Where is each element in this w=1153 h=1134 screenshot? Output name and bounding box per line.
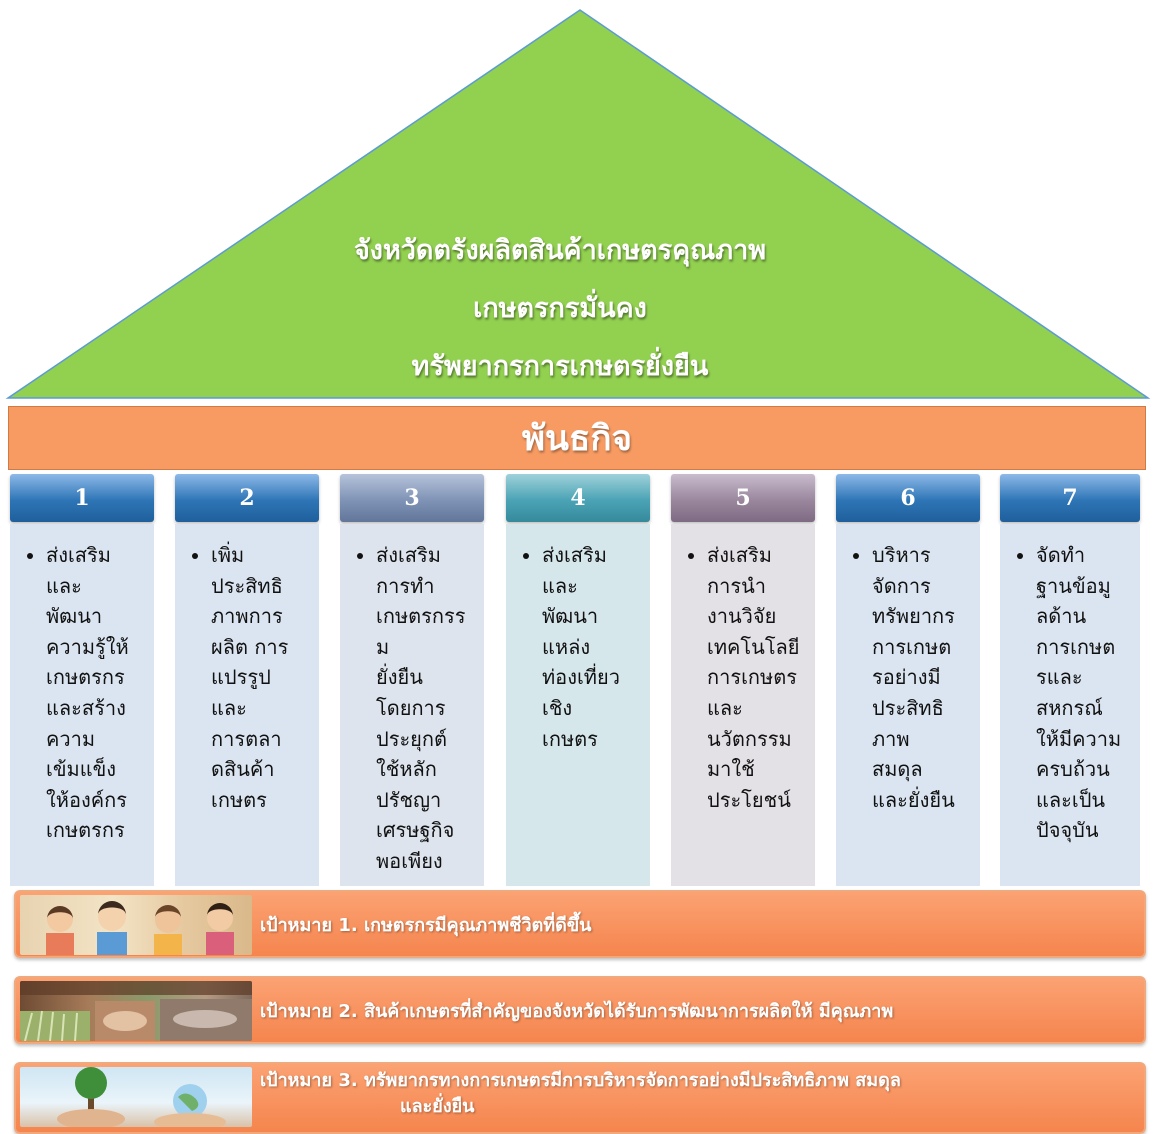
pillar-1-text: ส่งเสริมและพัฒนาความรู้ให้เกษตรกรและสร้า…	[46, 540, 148, 846]
pillar-6: 6 บริหารจัดการทรัพยากรการเกษตรอย่างมีประ…	[836, 474, 980, 886]
goal-3-text: เป้าหมาย 3. ทรัพยากรทางการเกษตรมีการบริห…	[260, 1068, 1136, 1120]
goal-3-banner: เป้าหมาย 3. ทรัพยากรทางการเกษตรมีการบริห…	[14, 1062, 1146, 1134]
vision-line-3: ทรัพยากรการเกษตรยั่งยืน	[411, 351, 709, 382]
pillar-3-text: ส่งเสริมการทำเกษตรกรรมยั่งยืนโดยการประยุ…	[376, 540, 478, 877]
pillar-7-text: จัดทำฐานข้อมูลด้านการเกษตรและสหกรณ์ให้มี…	[1036, 540, 1134, 846]
hands-holding-tree-globe-photo	[20, 1067, 252, 1127]
pillar-5-number: 5	[671, 474, 815, 522]
vision-statement: จังหวัดตรังผลิตสินค้าเกษตรคุณภาพ เกษตรกร…	[230, 222, 890, 396]
goal-1-text: เป้าหมาย 1. เกษตรกรมีคุณภาพชีวิตที่ดีขึ้…	[260, 914, 592, 936]
goal-3-line-2: และยั่งยืน	[400, 1096, 475, 1117]
goal-2-banner: เป้าหมาย 2. สินค้าเกษตรที่สำคัญของจังหวั…	[14, 976, 1146, 1044]
pillar-5: 5 ส่งเสริมการนำงานวิจัยเทคโนโลยีการเกษตร…	[671, 474, 815, 886]
agricultural-products-photo	[20, 981, 252, 1041]
pillar-7-number: 7	[1000, 474, 1140, 522]
pillar-7: 7 จัดทำฐานข้อมูลด้านการเกษตรและสหกรณ์ให้…	[1000, 474, 1140, 886]
vision-line-2: เกษตรกรมั่นคง	[473, 293, 647, 324]
pillar-3: 3 ส่งเสริมการทำเกษตรกรรมยั่งยืนโดยการประ…	[340, 474, 484, 886]
pillar-5-text: ส่งเสริมการนำงานวิจัยเทคโนโลยีการเกษตรแล…	[707, 540, 809, 815]
pillar-4-number: 4	[506, 474, 650, 522]
pillar-6-text: บริหารจัดการทรัพยากรการเกษตรอย่างมีประสิ…	[872, 540, 974, 815]
goal-1-banner: เป้าหมาย 1. เกษตรกรมีคุณภาพชีวิตที่ดีขึ้…	[14, 890, 1146, 958]
pillar-2-number: 2	[175, 474, 319, 522]
pillar-1: 1 ส่งเสริมและพัฒนาความรู้ให้เกษตรกรและสร…	[10, 474, 154, 886]
vision-line-1: จังหวัดตรังผลิตสินค้าเกษตรคุณภาพ	[353, 235, 767, 266]
goal-2-text: เป้าหมาย 2. สินค้าเกษตรที่สำคัญของจังหวั…	[260, 1000, 894, 1022]
pillar-6-number: 6	[836, 474, 980, 522]
children-photo	[20, 895, 252, 955]
pillar-3-number: 3	[340, 474, 484, 522]
vision-roof	[5, 9, 1151, 399]
mission-title: พันธกิจ	[8, 406, 1146, 470]
pillar-4: 4 ส่งเสริมและพัฒนาแหล่งท่องเที่ยวเชิงเกษ…	[506, 474, 650, 886]
goal-3-line-1: เป้าหมาย 3. ทรัพยากรทางการเกษตรมีการบริห…	[260, 1070, 901, 1091]
pillar-1-number: 1	[10, 474, 154, 522]
